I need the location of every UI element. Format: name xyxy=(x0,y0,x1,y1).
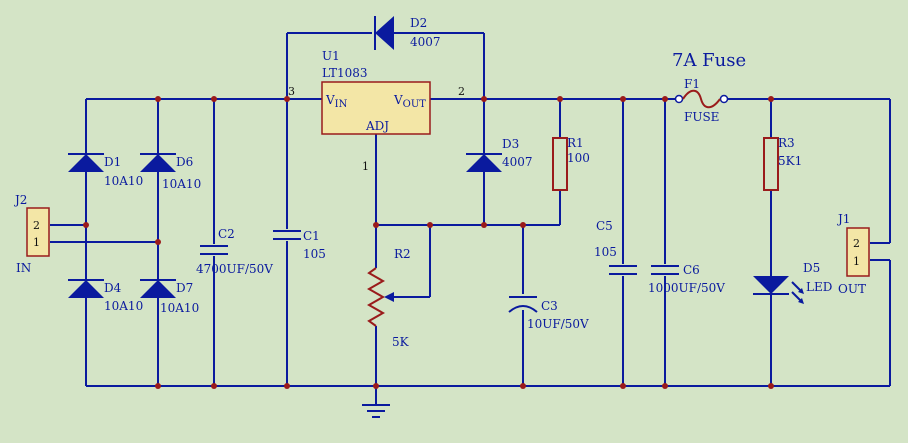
d1-value: 10A10 xyxy=(104,174,143,188)
j1-label: OUT xyxy=(838,282,866,296)
d4-ref: D4 xyxy=(104,281,122,295)
connector-j1: J1 2 1 OUT xyxy=(836,212,870,296)
r3-value: 5K1 xyxy=(778,154,802,168)
c5-ref: C5 xyxy=(596,219,613,233)
fuse-title: 7A Fuse xyxy=(672,50,746,71)
j2-label: IN xyxy=(16,261,31,275)
d7-value: 10A10 xyxy=(160,301,199,315)
d2-value: 4007 xyxy=(410,35,441,49)
capacitor-c5: C5 105 xyxy=(594,219,637,276)
d6-ref: D6 xyxy=(176,155,193,169)
c6-ref: C6 xyxy=(683,263,700,277)
j1-ref: J1 xyxy=(836,212,850,226)
connector-j2: J2 2 1 IN xyxy=(13,193,50,275)
r3-ref: R3 xyxy=(778,136,795,150)
d7-ref: D7 xyxy=(176,281,193,295)
diode-d2: D2 4007 xyxy=(374,16,441,50)
r2-ref: R2 xyxy=(394,247,411,261)
d1-ref: D1 xyxy=(104,155,121,169)
d4-value: 10A10 xyxy=(104,299,143,313)
capacitor-c3: C3 10UF/50V xyxy=(508,294,589,331)
c2-ref: C2 xyxy=(218,227,235,241)
diode-d1: D1 10A10 xyxy=(68,153,143,188)
j2-ref: J2 xyxy=(13,193,27,207)
u1-adj-label: ADJ xyxy=(365,119,389,133)
c3-ref: C3 xyxy=(541,299,558,313)
r1-ref: R1 xyxy=(567,136,584,150)
u1-pin-out: 2 xyxy=(458,85,465,98)
j2-pin1: 1 xyxy=(33,236,40,249)
c2-value: 4700UF/50V xyxy=(196,262,273,276)
r2-value: 5K xyxy=(392,335,410,349)
d2-ref: D2 xyxy=(410,16,427,30)
u1-ref: U1 xyxy=(322,49,340,63)
u1-pin-adj: 1 xyxy=(362,160,369,173)
r1-value: 100 xyxy=(567,151,590,165)
capacitor-c6: C6 1000UF/50V xyxy=(648,263,725,295)
fuse-f1: 7A Fuse F1 FUSE xyxy=(672,50,746,124)
d3-ref: D3 xyxy=(502,137,519,151)
d5-value: LED xyxy=(806,280,832,294)
f1-value: FUSE xyxy=(684,110,719,124)
f1-ref: F1 xyxy=(684,77,700,91)
junction-dots xyxy=(83,96,774,389)
diode-d4: D4 10A10 xyxy=(68,279,143,313)
capacitor-c2: C2 4700UF/50V xyxy=(196,227,273,276)
u1-vin-label: VIN xyxy=(325,93,348,110)
u1-part: LT1083 xyxy=(322,66,368,80)
wires xyxy=(50,32,891,418)
capacitor-c1: C1 105 xyxy=(273,229,326,261)
c5-value: 105 xyxy=(594,245,617,259)
diode-d7: D7 10A10 xyxy=(140,279,199,315)
j1-pin1: 1 xyxy=(853,255,860,268)
led-d5: D5 LED xyxy=(753,261,832,304)
resistor-r3: R3 5K1 xyxy=(763,136,802,191)
d3-value: 4007 xyxy=(502,155,533,169)
u1-pin-in: 3 xyxy=(288,85,295,98)
d6-value: 10A10 xyxy=(162,177,201,191)
potentiometer-r2: R2 5K xyxy=(366,247,411,349)
c1-ref: C1 xyxy=(303,229,320,243)
regulator-u1: U1 LT1083 VIN VOUT ADJ 3 2 1 xyxy=(288,49,465,173)
c3-value: 10UF/50V xyxy=(527,317,589,331)
resistor-r1: R1 100 xyxy=(552,136,590,191)
d5-ref: D5 xyxy=(803,261,820,275)
c6-value: 1000UF/50V xyxy=(648,281,725,295)
j2-pin2: 2 xyxy=(33,219,40,232)
c1-value: 105 xyxy=(303,247,326,261)
diode-d3: D3 4007 xyxy=(466,137,533,172)
u1-vout-label: VOUT xyxy=(393,93,426,110)
diode-d6: D6 10A10 xyxy=(140,153,201,191)
j1-pin2: 2 xyxy=(853,237,860,250)
